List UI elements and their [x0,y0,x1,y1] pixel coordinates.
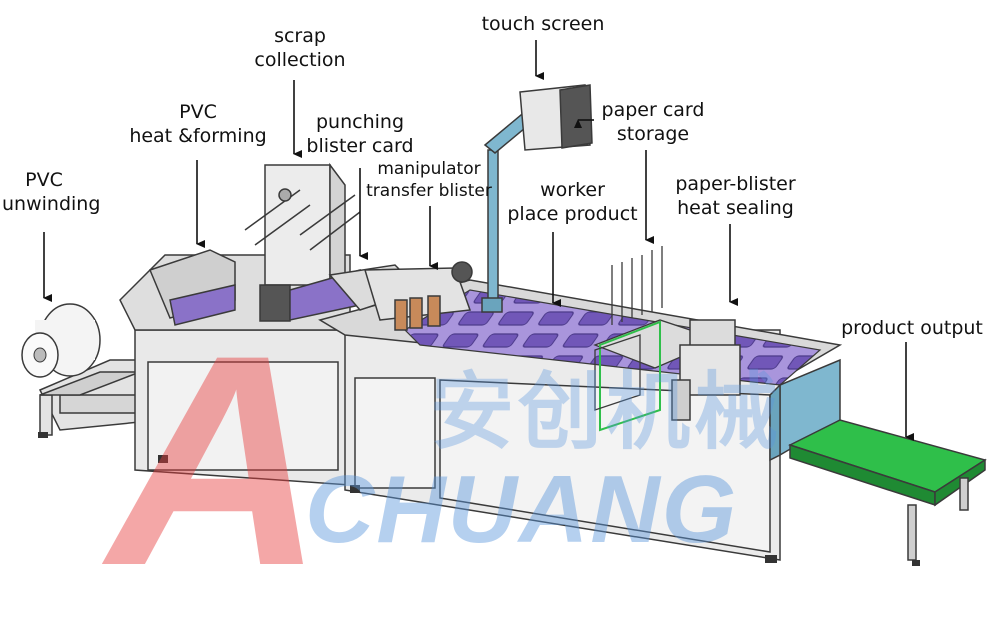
label-manipulator-transfer: manipulator transfer blister [366,159,492,201]
label-scrap-collection: scrap collection [254,25,346,71]
label-product-output: product output [841,317,983,339]
machine-legs [38,432,920,566]
label-worker-place-product: worker place product [507,179,638,225]
label-touch-screen: touch screen [481,13,605,35]
forming-tower [244,162,361,292]
paper-card-rack [593,246,722,432]
label-punching-blister-card: punching blister card [306,111,414,157]
sealing-press [671,319,741,421]
pvc-roll [21,303,101,378]
label-pvc-heat-forming: PVC heat &forming [129,101,267,147]
punching-station [328,261,473,331]
label-paper-card-storage: paper card storage [601,99,705,145]
watermark-word: CHUANG [305,456,739,563]
callout-arrows [43,40,914,441]
watermark-letter: A [108,292,325,628]
label-pvc-unwinding: PVC unwinding [2,169,101,215]
machine-diagram [21,40,987,566]
watermark-chinese: 安创机械 [430,363,783,461]
touch-screen-arm [481,84,593,313]
output-conveyor [788,419,987,561]
label-paper-blister-heat-sealing: paper-blister heat sealing [675,173,796,219]
